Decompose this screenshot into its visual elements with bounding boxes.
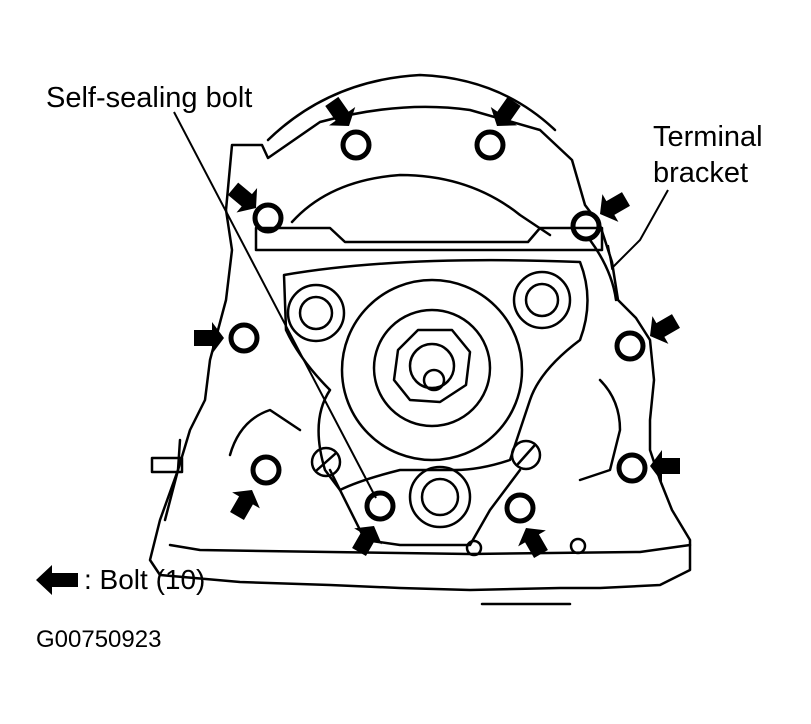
terminal-bracket-label-line1: Terminal	[653, 121, 763, 153]
bolt-6	[614, 330, 646, 362]
left-ear-boss	[286, 283, 346, 343]
crank-seal-outer	[340, 278, 524, 462]
small-stud-2	[569, 537, 587, 555]
gear-cover-arc	[290, 173, 552, 237]
bolt-arrow-icon	[227, 182, 258, 213]
bolt-4	[570, 210, 602, 242]
bolt-arrow-icon	[650, 314, 680, 344]
small-stud-1	[465, 539, 483, 557]
bolt-9	[364, 490, 396, 522]
legend: : Bolt (10)	[36, 563, 205, 597]
bolt-3	[252, 202, 284, 234]
bolt-2	[474, 129, 506, 161]
bolt-arrow-icon	[490, 96, 521, 126]
self-sealing-bolt-label: Self-sealing bolt	[46, 82, 253, 114]
bolt-arrow-icon	[194, 322, 224, 354]
self-sealing-leader	[173, 111, 377, 499]
terminal-leader	[607, 189, 669, 271]
cover-top-arc	[266, 73, 557, 142]
terminal-bracket-label-line2: bracket	[653, 157, 749, 189]
bolt-7	[250, 454, 282, 486]
pan-flange	[168, 543, 692, 556]
bolt-arrow-icon	[352, 526, 382, 556]
bolt-arrow-icon	[230, 490, 260, 520]
tab-left	[150, 456, 184, 474]
terminal-strap	[254, 226, 604, 252]
crank-seal-inner	[372, 308, 492, 428]
bolt-arrow-icon	[518, 528, 548, 558]
lower-boss	[408, 465, 472, 529]
housing-outline	[148, 105, 692, 592]
bolt-1	[340, 129, 372, 161]
screw-right	[510, 439, 542, 471]
screw-left	[310, 446, 342, 478]
bolt-arrow-icon	[36, 565, 78, 595]
crank-hex-nut	[392, 328, 472, 404]
center-bracket	[282, 258, 589, 492]
bolt-10	[504, 492, 536, 524]
right-ear-boss	[512, 270, 572, 330]
legend-text: : Bolt (10)	[84, 564, 206, 595]
bolt-arrow-icon	[325, 96, 356, 126]
figure-code: G00750923	[36, 626, 162, 653]
bolt-8	[616, 452, 648, 484]
bolt-arrow-icon	[650, 450, 680, 482]
bolt-5	[228, 322, 260, 354]
bolt-arrow-icon	[600, 192, 630, 222]
